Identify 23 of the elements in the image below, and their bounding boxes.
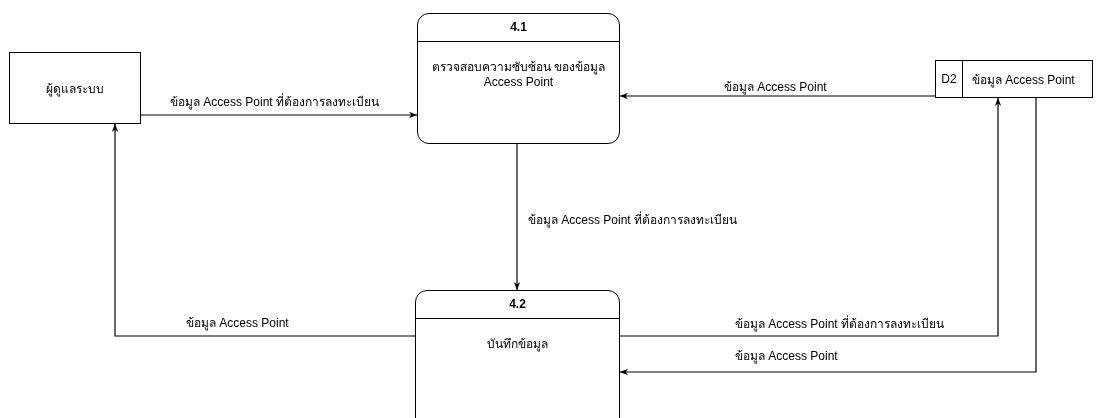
arrow xyxy=(111,123,416,337)
data-store xyxy=(935,60,1093,98)
edge-label: ข้อมูล Access Point xyxy=(733,349,840,363)
process-box xyxy=(415,290,620,418)
process-label: ตรวจสอบความซับซ้อน ของข้อมูล Access Point xyxy=(430,59,607,90)
edge-label: ข้อมูล Access Point xyxy=(184,316,291,330)
arrow xyxy=(619,92,936,100)
arrow xyxy=(513,143,521,291)
store-name: ข้อมูล Access Point xyxy=(962,61,1092,97)
entity-label: ผู้ดูแลระบบ xyxy=(46,80,104,98)
process-number: 4.2 xyxy=(416,291,619,319)
process-box xyxy=(417,13,620,144)
entity-box xyxy=(9,52,141,124)
process-label: บันทึกข้อมูล xyxy=(486,336,549,352)
arrow xyxy=(140,111,418,119)
arrow xyxy=(619,97,1037,376)
edge-label: ข้อมูล Access Point ที่ต้องการลงทะเบียน xyxy=(733,317,947,331)
arrow xyxy=(619,97,1002,337)
edge-label: ข้อมูล Access Point ที่ต้องการลงทะเบียน xyxy=(168,95,382,109)
process-number: 4.1 xyxy=(418,14,619,42)
edge-label: ข้อมูล Access Point ที่ต้องการลงทะเบียน xyxy=(526,213,740,227)
store-id: D2 xyxy=(940,71,958,88)
edge-label: ข้อมูล Access Point xyxy=(722,80,829,94)
